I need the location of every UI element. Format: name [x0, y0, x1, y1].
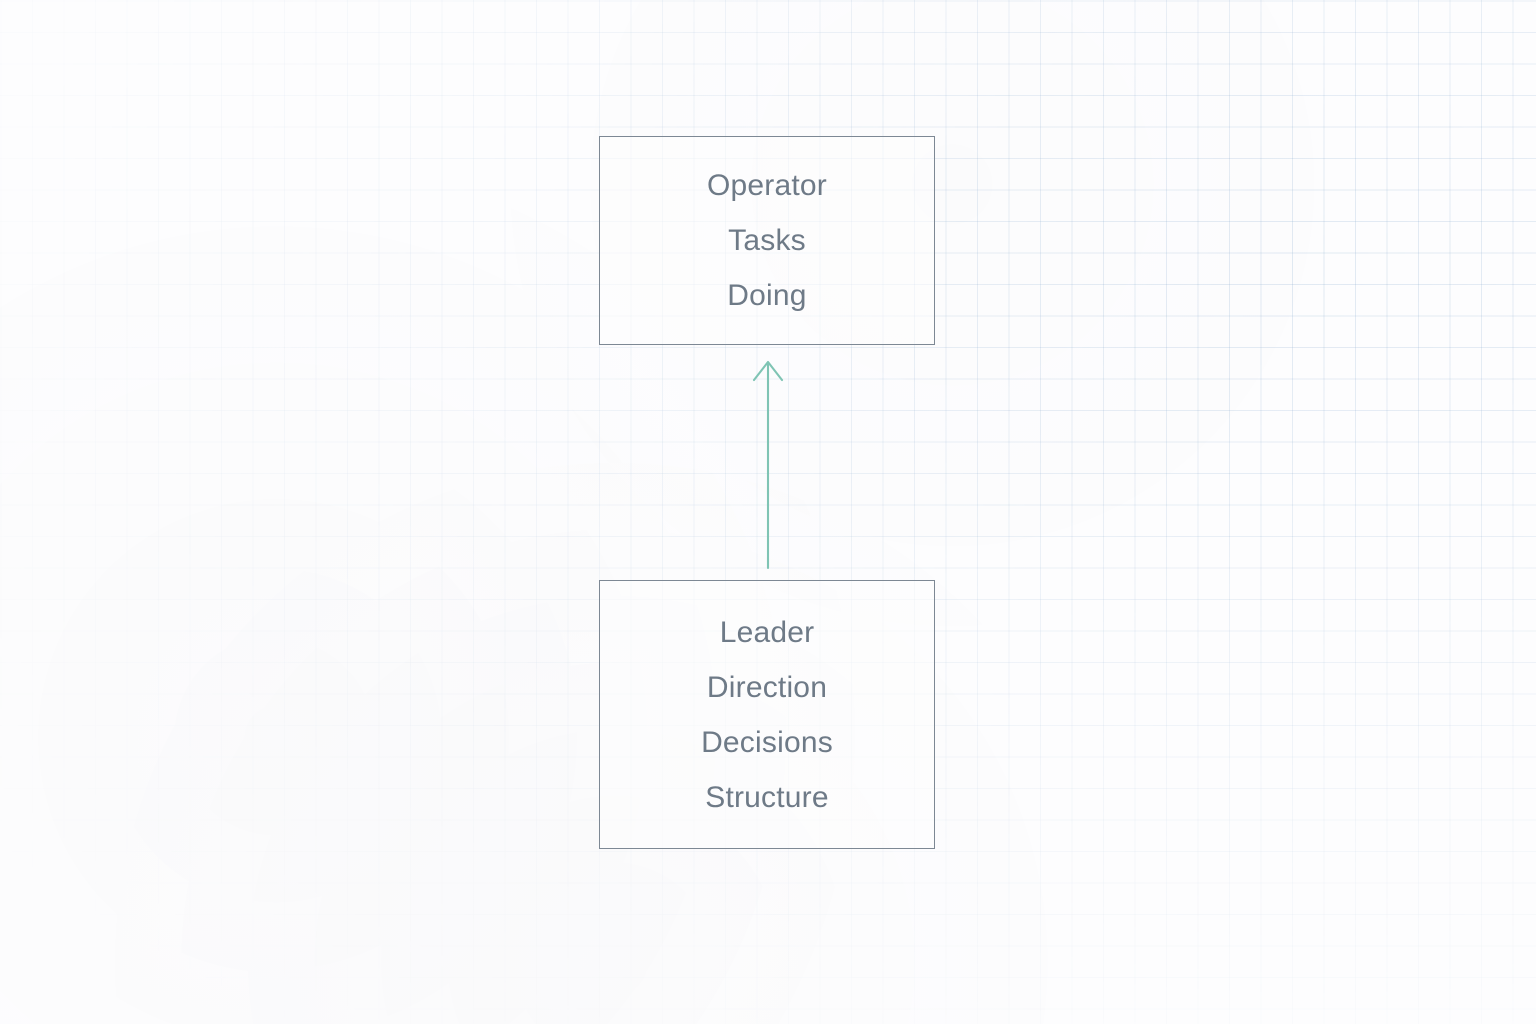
node-leader[interactable]: Leader Direction Decisions Structure — [599, 580, 935, 849]
arrow-head-icon — [752, 360, 784, 382]
node-leader-line-3: Decisions — [701, 725, 833, 759]
node-leader-line-2: Direction — [706, 670, 828, 704]
node-operator-line-3: Doing — [727, 279, 807, 312]
node-operator-line-1: Operator — [707, 169, 827, 202]
node-leader-line-1: Leader — [719, 615, 815, 649]
node-operator[interactable]: Operator Tasks Doing — [599, 136, 935, 345]
node-operator-line-2: Tasks — [728, 224, 806, 257]
arrow-leader-to-operator — [752, 360, 784, 570]
node-leader-line-4: Structure — [705, 780, 829, 814]
